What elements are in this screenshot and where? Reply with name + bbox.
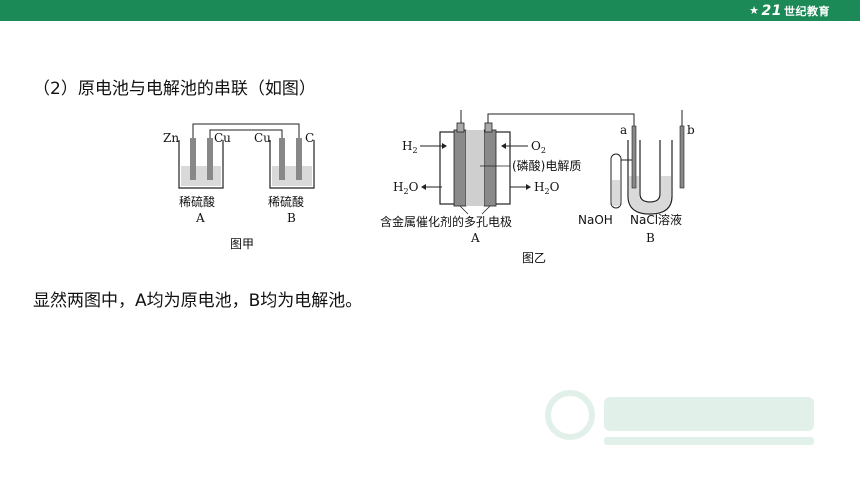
conclusion-text: 显然两图中，A均为原电池，B均为电解池。 (33, 291, 363, 311)
figure-jia: Zn Cu Cu C 稀硫酸 稀硫酸 A B 图甲 (163, 123, 315, 251)
electrode-c (296, 138, 302, 180)
caption-jia: 图甲 (230, 237, 254, 251)
wire-yi-outer (460, 110, 683, 126)
electrode-b-label: b (687, 123, 695, 137)
arrowhead-h2-in-icon (442, 143, 447, 149)
terminal-right (484, 122, 493, 133)
electrode-zn (190, 138, 196, 180)
u-tube-inner (639, 140, 661, 203)
solution-b (272, 166, 312, 186)
pointer-electrode-left (459, 205, 469, 215)
electrode-right-porous (483, 129, 497, 207)
wire-jia-inner (209, 129, 283, 138)
arrowhead-h2o-right-icon (526, 184, 531, 190)
pointer-electrode-right (481, 205, 491, 215)
solution-label-b: 稀硫酸 (268, 194, 304, 209)
label-zn: Zn (163, 131, 179, 145)
arrowhead-h2o-left-icon (421, 184, 426, 190)
caption-yi: 图乙 (522, 251, 546, 265)
beaker-a (178, 140, 224, 189)
electrode-desc-label: 含金属催化剂的多孔电极 (380, 214, 512, 229)
top-banner: ★ 21 世纪教育 (0, 0, 860, 21)
cell-label-b: B (287, 211, 296, 225)
electrode-a-rod (631, 125, 637, 189)
solution-a (181, 166, 221, 186)
electrolyte-label: (磷酸)电解质 (512, 158, 581, 173)
nacl-solution (629, 176, 671, 213)
arrowhead-o2-in-icon (501, 143, 506, 149)
brand-logo: ★ 21 世纪教育 (749, 2, 830, 19)
runner-icon: ★ (749, 4, 760, 17)
electrode-a-label: a (620, 123, 627, 137)
nacl-label: NaCl溶液 (630, 212, 682, 227)
logo-number: 21 (761, 2, 782, 19)
label-cu-a: Cu (214, 131, 231, 145)
logo-text: 世纪教育 (784, 4, 830, 18)
terminal-left (456, 122, 465, 133)
naoh-solution (612, 180, 620, 206)
electrode-b-rod (679, 125, 685, 189)
cell-b-label-yi: B (646, 231, 655, 245)
label-cu-b: Cu (254, 131, 271, 145)
naoh-label: NaOH (578, 213, 613, 227)
gas-o2-label: O2 (531, 139, 546, 155)
figure-yi: H2 O2 H2O H2O (磷酸)电解质 含金属催化剂的多孔电极 A a b … (380, 110, 695, 265)
electrode-cu-a (207, 138, 213, 180)
beaker-b (269, 140, 315, 189)
gas-h2-label: H2 (402, 139, 418, 155)
watermark-logo-icon (545, 390, 814, 445)
wire-yi-inner (487, 113, 635, 126)
figure-area: Zn Cu Cu C 稀硫酸 稀硫酸 A B 图甲 H2 O2 H2O H2O (163, 110, 695, 265)
cell-a-label-yi: A (470, 231, 480, 245)
section-heading: （2）原电池与电解池的串联（如图） (33, 79, 316, 99)
water-left-label: H2O (393, 180, 419, 196)
electrode-left-porous (453, 129, 467, 207)
wire-jia-outer (192, 123, 300, 138)
label-c: C (305, 131, 314, 145)
cell-label-a: A (195, 211, 205, 225)
solution-label-a: 稀硫酸 (179, 194, 215, 209)
electrode-cu-b (279, 138, 285, 180)
u-tube (627, 140, 673, 215)
water-right-label: H2O (534, 180, 560, 196)
electrolyte-region (466, 130, 484, 206)
